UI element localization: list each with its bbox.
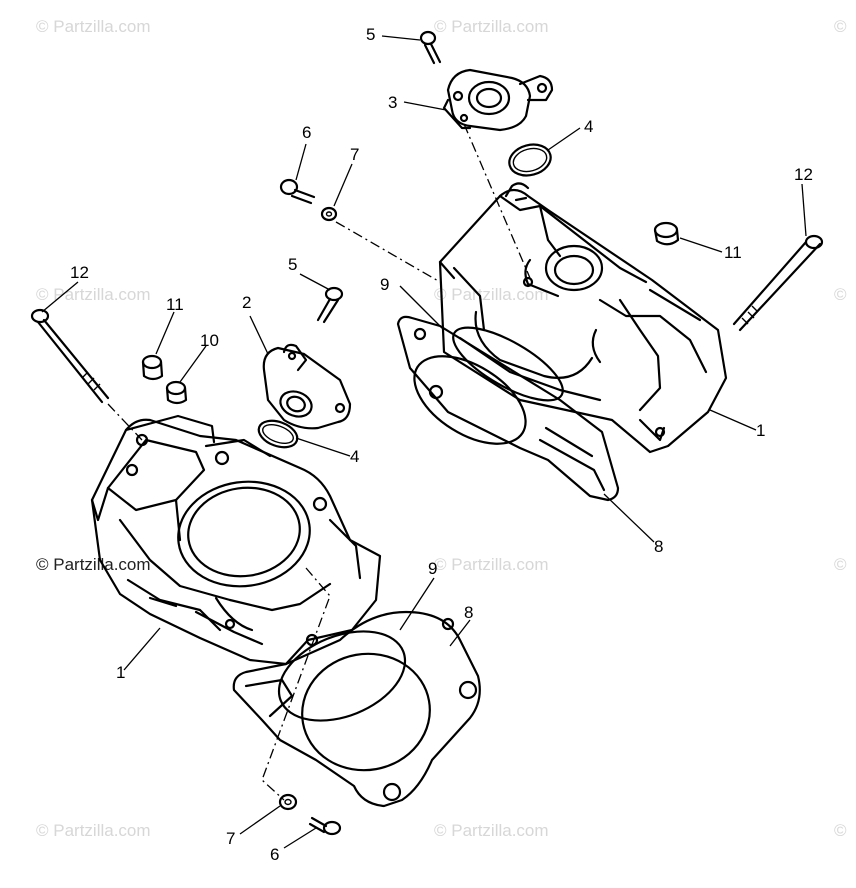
watermark: © Partzilla.com: [36, 17, 151, 36]
callout-6: 6: [270, 845, 279, 864]
front-cylinder-assembly: [30, 286, 481, 836]
callout-4: 4: [584, 117, 593, 136]
ring-9-rear: [452, 326, 564, 402]
callout-1: 1: [756, 421, 765, 440]
callout-3: 3: [388, 93, 397, 112]
callout-4: 4: [350, 447, 359, 466]
stud-12-rear: [732, 234, 824, 332]
callout-5: 5: [366, 25, 375, 44]
joint-3: [442, 68, 554, 132]
watermark-label: © Partzilla.com: [36, 555, 151, 574]
callout-numbers: 5 3 4 6 7 12 11 9 1 8 12 11 10 5 2 4 1 9…: [70, 25, 813, 864]
rear-cylinder-assembly: [279, 30, 824, 502]
watermark: ©: [834, 17, 847, 36]
callout-12: 12: [70, 263, 89, 282]
bolt-6-rear: [279, 178, 316, 205]
callout-2: 2: [242, 293, 251, 312]
callout-10: 10: [200, 331, 219, 350]
bolt-5-front: [316, 286, 344, 324]
gasket-8-rear: [396, 315, 620, 502]
watermark: © Partzilla.com: [36, 821, 151, 840]
callout-11: 11: [724, 243, 742, 262]
callout-6: 6: [302, 123, 311, 142]
watermark: ©: [834, 821, 847, 840]
callout-9: 9: [380, 275, 389, 294]
watermark: ©: [834, 285, 847, 304]
stud-12-front: [30, 308, 110, 404]
watermark: © Partzilla.com: [434, 285, 549, 304]
dowel-11-front: [141, 354, 164, 381]
callout-5: 5: [288, 255, 297, 274]
bolt-5-rear: [419, 30, 442, 65]
callout-9: 9: [428, 559, 437, 578]
watermark: © Partzilla.com: [434, 821, 549, 840]
callout-11: 11: [166, 295, 184, 314]
watermark: © Partzilla.com: [434, 555, 549, 574]
watermark: © Partzilla.com: [434, 17, 549, 36]
gasket-8-front: [232, 610, 481, 808]
o-ring-4-front: [257, 419, 299, 449]
callout-8: 8: [654, 537, 663, 556]
joint-2: [262, 343, 352, 430]
callout-7: 7: [226, 829, 235, 848]
cylinder-1-front: [90, 414, 382, 666]
watermarks: © Partzilla.com © Partzilla.com © © Part…: [36, 17, 847, 840]
leader-lines: [41, 35, 807, 849]
cylinder-1-rear: [438, 182, 728, 454]
callout-8: 8: [464, 603, 473, 622]
callout-1: 1: [116, 663, 125, 682]
washer-7-rear: [320, 206, 338, 222]
ring-9-front: [277, 630, 407, 722]
o-ring-4-rear: [508, 143, 552, 177]
callout-12: 12: [794, 165, 813, 184]
dowel-11-rear: [653, 221, 680, 246]
callout-7: 7: [350, 145, 359, 164]
watermark: © Partzilla.com: [36, 285, 151, 304]
watermark: ©: [834, 555, 847, 574]
bolt-6-front: [308, 816, 342, 836]
dowel-10: [165, 380, 188, 405]
washer-7-front: [278, 793, 298, 811]
